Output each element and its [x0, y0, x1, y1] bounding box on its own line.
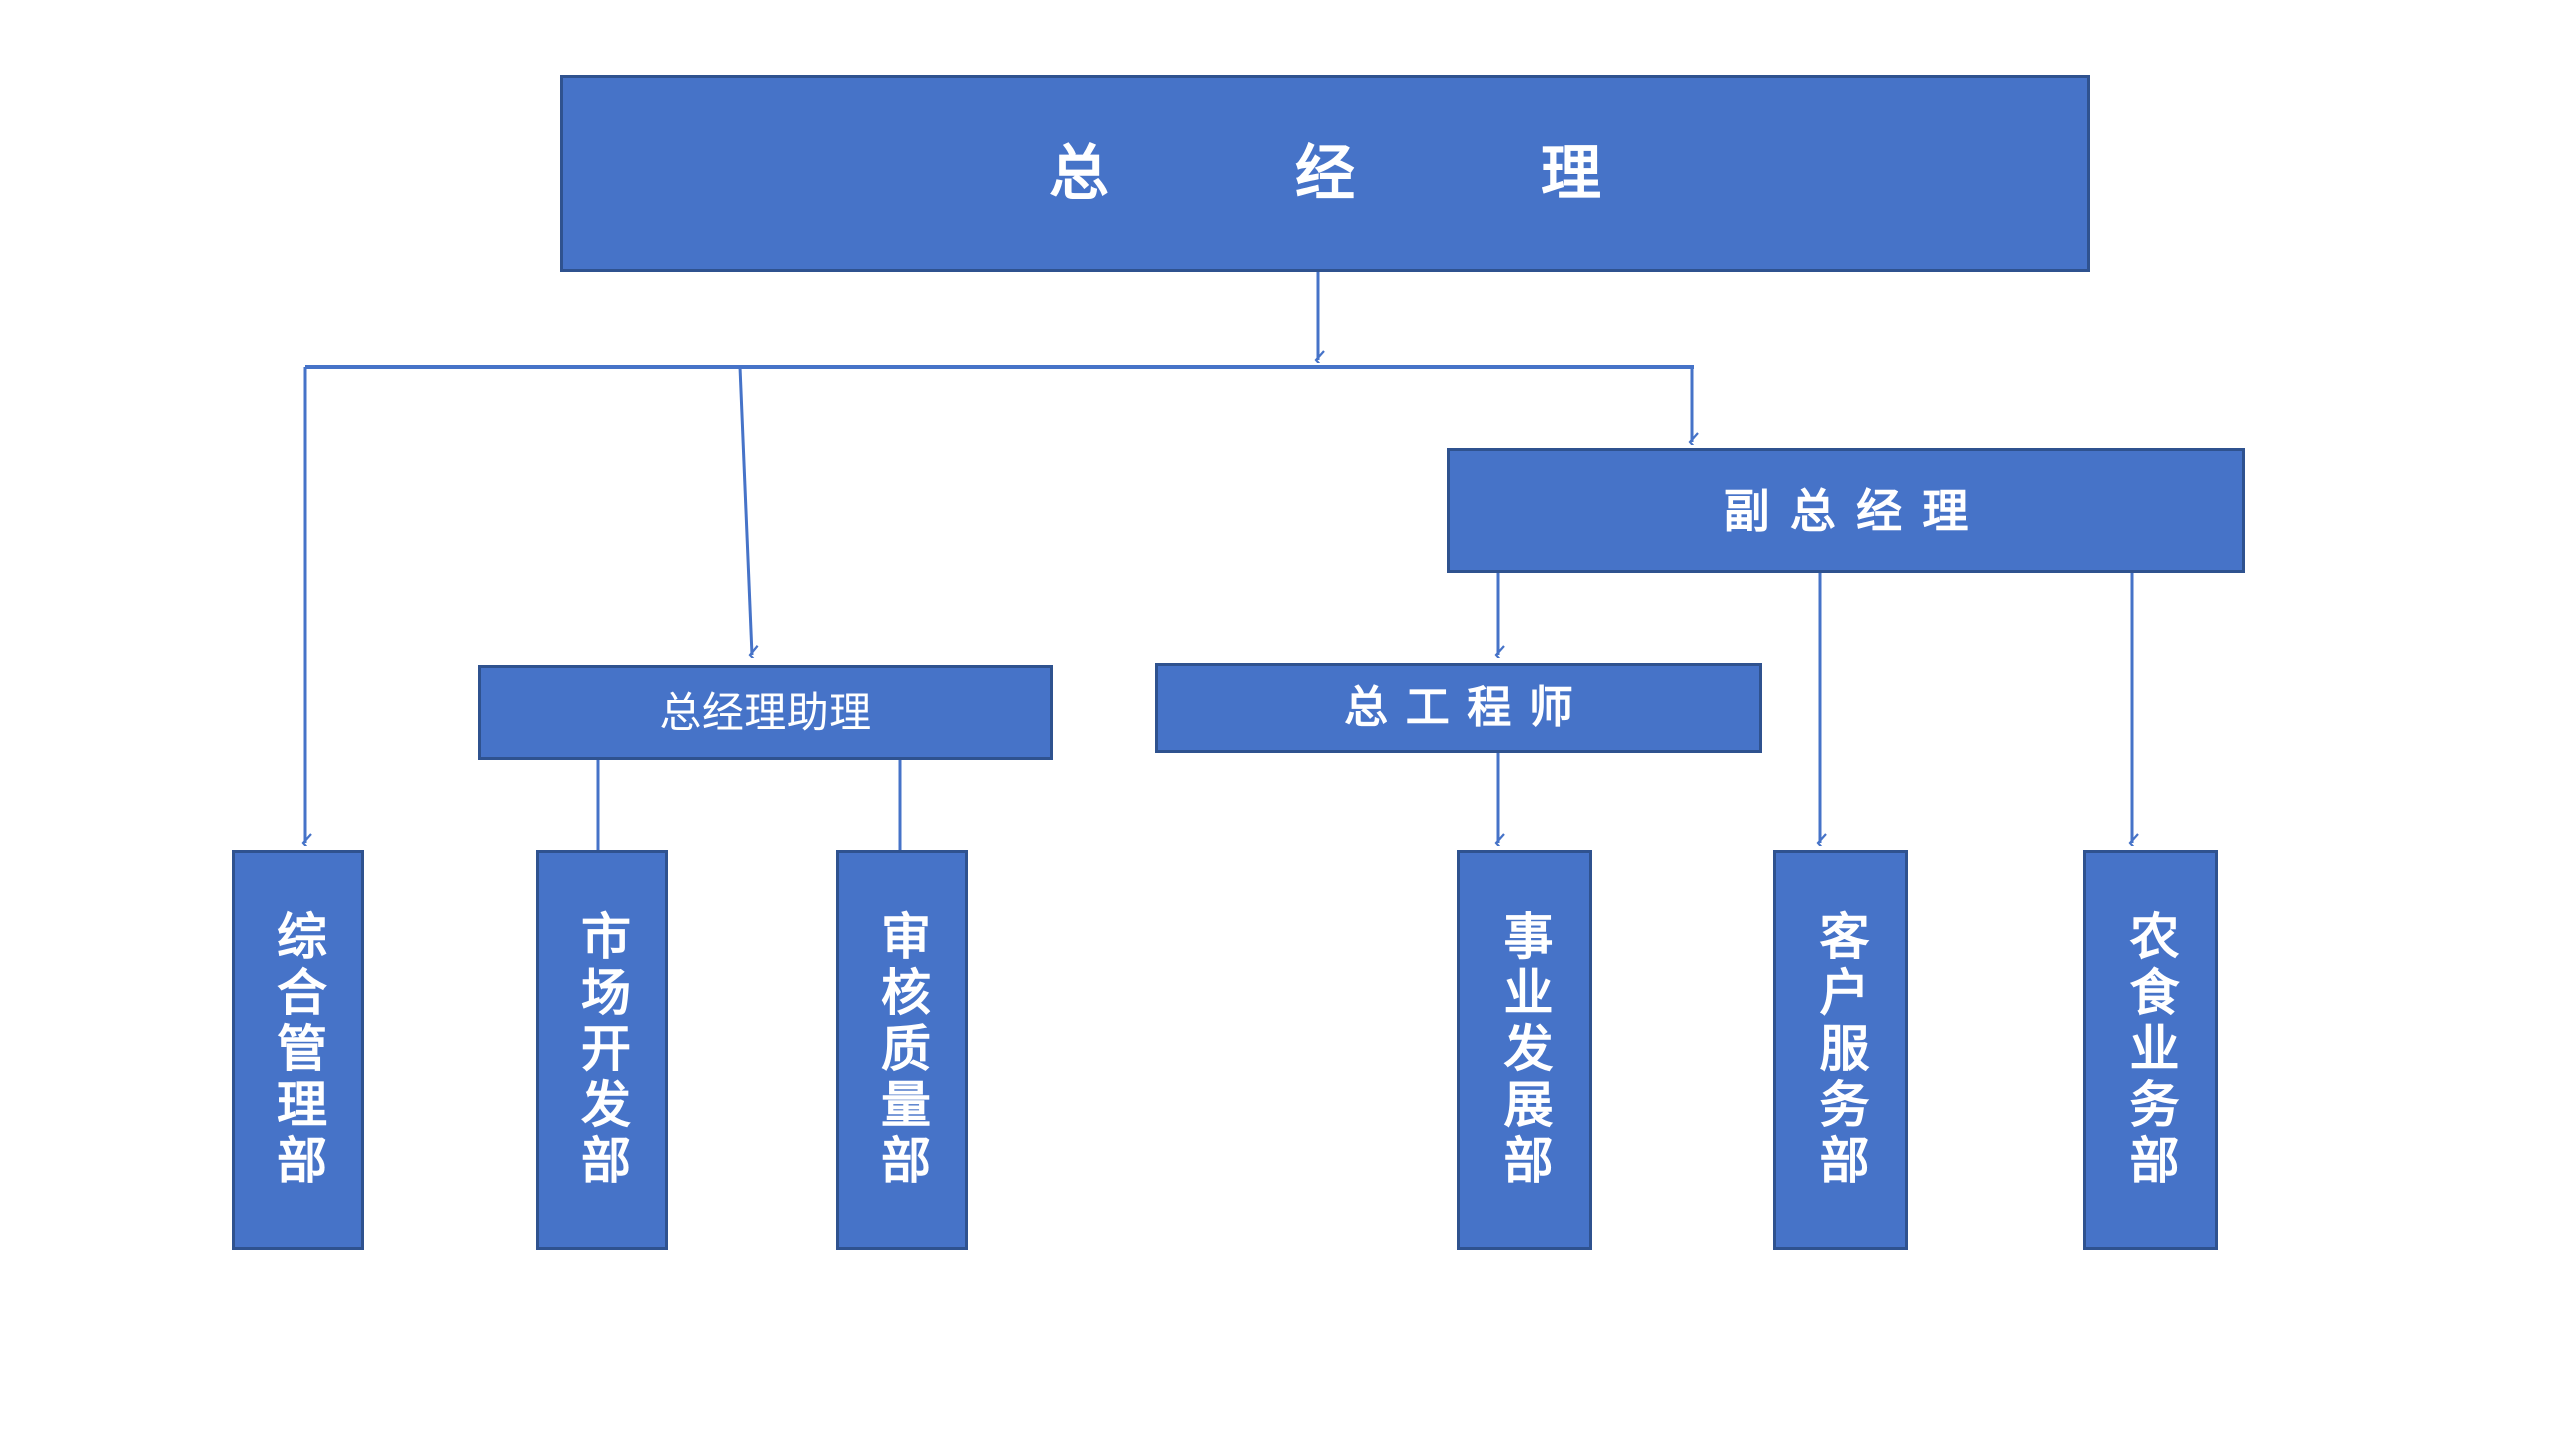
node-dept-audit-quality[interactable]: 审核质量部 — [836, 850, 968, 1250]
node-deputy-general-manager-label: 副总经理 — [1723, 484, 1989, 537]
node-dept-customer-service-label: 客户服务部 — [1812, 910, 1869, 1190]
node-dept-audit-quality-label: 审核质量部 — [874, 910, 930, 1190]
node-chief-engineer[interactable]: 总工程师 — [1155, 663, 1762, 753]
node-dept-business-development[interactable]: 事业发展部 — [1457, 850, 1592, 1250]
node-dept-general-management-label: 综合管理部 — [270, 910, 326, 1190]
node-deputy-general-manager[interactable]: 副总经理 — [1447, 448, 2245, 573]
node-dept-market-development-label: 市场开发部 — [574, 910, 630, 1190]
node-dept-agrifood-business[interactable]: 农食业务部 — [2083, 850, 2218, 1250]
node-dept-business-development-label: 事业发展部 — [1496, 910, 1553, 1190]
node-general-manager-label: 总 经 理 — [1049, 139, 1664, 207]
node-general-manager[interactable]: 总 经 理 — [560, 75, 2090, 272]
node-chief-engineer-label: 总工程师 — [1344, 683, 1591, 732]
node-dept-general-management[interactable]: 综合管理部 — [232, 850, 364, 1250]
node-dept-customer-service[interactable]: 客户服务部 — [1773, 850, 1908, 1250]
node-gm-assistant-label: 总经理助理 — [659, 688, 872, 736]
node-dept-market-development[interactable]: 市场开发部 — [536, 850, 668, 1250]
node-gm-assistant[interactable]: 总经理助理 — [478, 665, 1053, 760]
node-dept-agrifood-business-label: 农食业务部 — [2122, 910, 2179, 1190]
edge-bus-to-gm-assistant — [738, 366, 752, 655]
